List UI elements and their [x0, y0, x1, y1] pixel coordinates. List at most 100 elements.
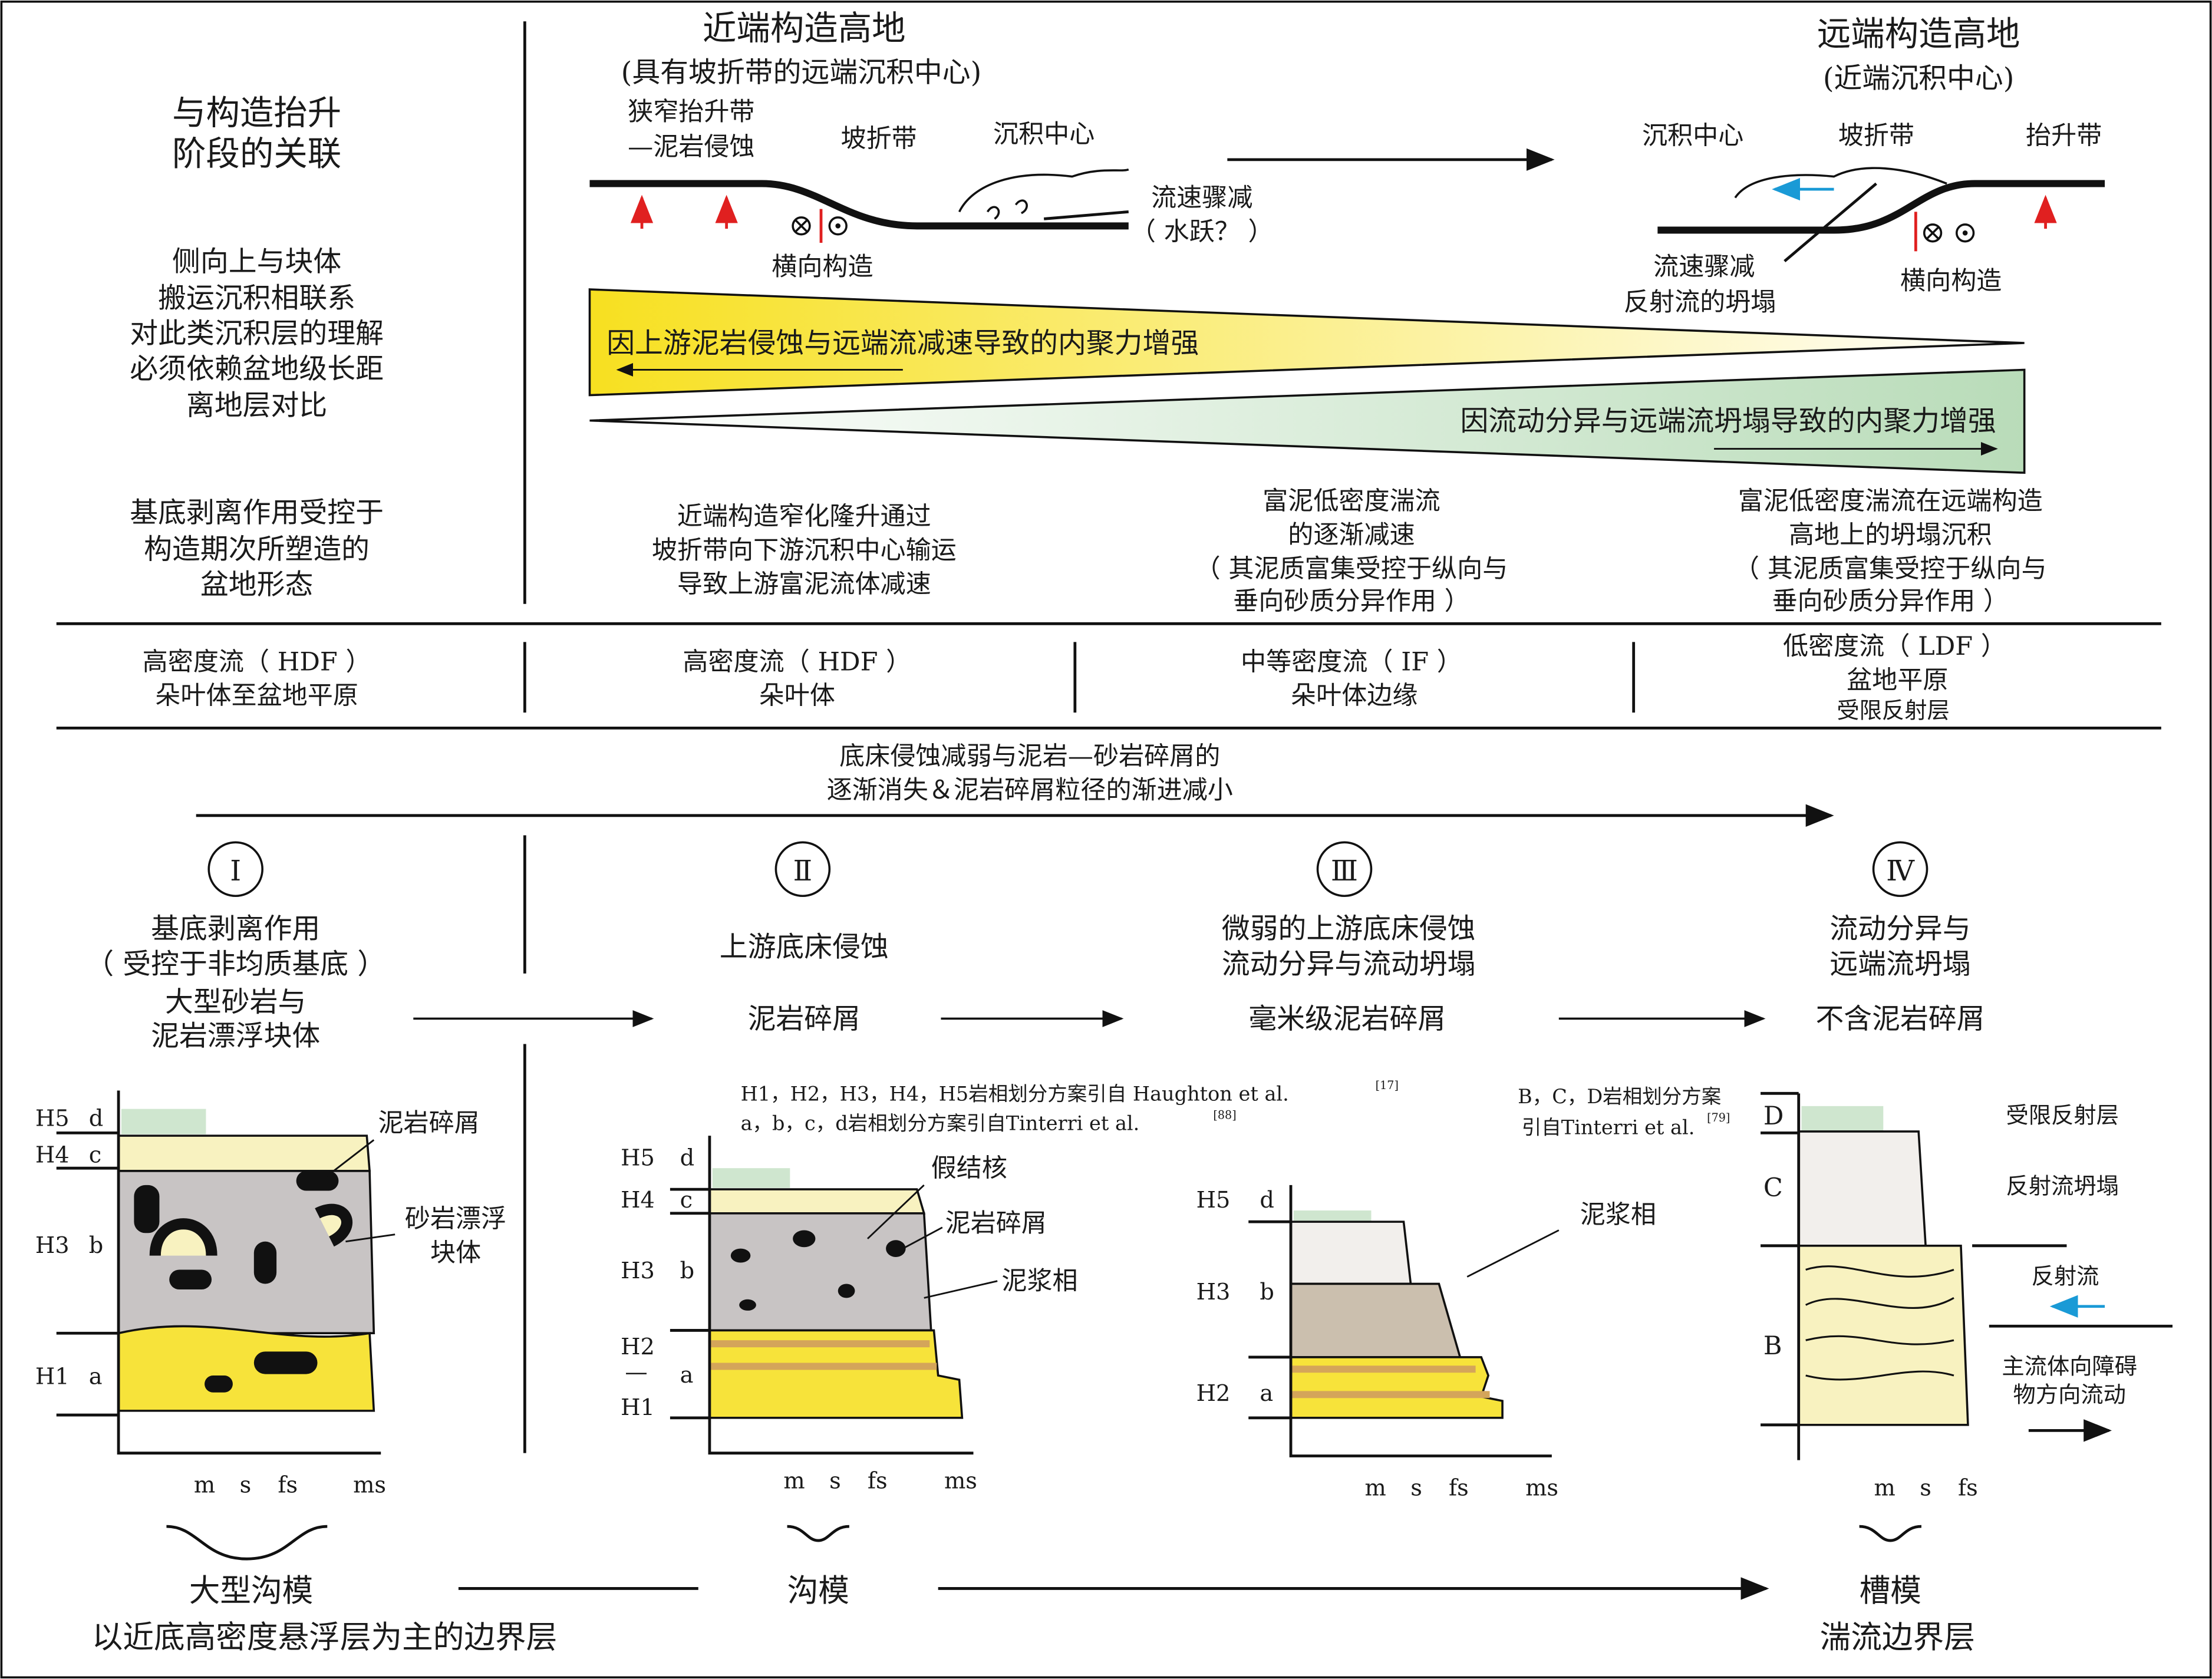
- grain-size-label: s: [240, 1472, 252, 1499]
- flow-type-4: 盆地平原: [1847, 665, 1948, 695]
- desc-1: 导致上游富泥流体减速: [677, 570, 931, 599]
- facies-label: H3: [1196, 1279, 1231, 1305]
- log-note: 反射流: [2032, 1263, 2099, 1289]
- transverse-structure-icon: [792, 209, 848, 243]
- lateral-text: 搬运沉积相联系: [158, 282, 355, 315]
- facies-label: a: [680, 1362, 694, 1388]
- desc-2: （ 其泥质富集受控于纵向与: [1195, 554, 1508, 583]
- grain-size-label: m: [194, 1472, 215, 1499]
- grain-size-label: m: [1365, 1475, 1386, 1501]
- desc-3: 垂向砂质分异作用 ）: [1772, 586, 2009, 616]
- grain-size-label: ms: [1525, 1475, 1558, 1501]
- stage-title: 基底剥离作用: [151, 913, 320, 945]
- facies-label: c: [89, 1142, 101, 1169]
- facies-label: H5: [35, 1105, 70, 1132]
- facies-label: H1: [35, 1363, 70, 1390]
- label-slope: 坡折带: [841, 124, 917, 153]
- facies-label: H2: [1196, 1380, 1231, 1407]
- label-uplift: 抬升带: [2026, 121, 2102, 151]
- boundary-layer-left: 以近底高密度悬浮层为主的边界层: [92, 1619, 558, 1655]
- flow-type-2: 朵叶体: [759, 681, 835, 711]
- stage-number-circle: [774, 841, 831, 898]
- stage-clast: 不含泥岩碎屑: [1815, 1003, 1984, 1035]
- log-column-2: H5 d H4 c H3 b H2 — a H1 假结核 泥岩碎屑 泥浆相 m …: [621, 1136, 1078, 1495]
- label-transverse: 横向构造: [772, 252, 873, 282]
- grain-size-label: fs: [1449, 1475, 1469, 1501]
- flow-type-3: 中等密度流（ IF ）: [1241, 647, 1462, 677]
- left-column: 与构造抬升 阶段的关联 侧向上与块体 搬运沉积相联系 对此类沉积层的理解 必须依…: [130, 93, 384, 601]
- desc-2: 垂向砂质分异作用 ）: [1233, 586, 1469, 616]
- stage-number: Ⅳ: [1886, 855, 1915, 888]
- citation-h-ref: [17]: [1376, 1078, 1399, 1092]
- dividers: [56, 21, 2161, 1453]
- facies-label: B: [1763, 1331, 1782, 1361]
- uplift-title-2: 阶段的关联: [172, 134, 341, 173]
- stage-number: Ⅲ: [1331, 855, 1358, 888]
- facies-label: H5: [1196, 1187, 1231, 1213]
- flow-type-1: 朵叶体至盆地平原: [155, 681, 358, 711]
- facies-label: d: [89, 1105, 104, 1132]
- seafloor-profile: [1657, 180, 2105, 234]
- grain-size-label: s: [1410, 1475, 1422, 1501]
- basal-text: 基底剥离作用受控于: [130, 497, 384, 529]
- stage-clast: 泥岩漂浮块体: [151, 1020, 320, 1053]
- desc-3: （ 其泥质富集受控于纵向与: [1734, 554, 2047, 583]
- stage-clast: 大型砂岩与: [165, 987, 306, 1019]
- cohesion-wedge-upper: [588, 288, 2025, 397]
- stage-title: 上游底床侵蚀: [720, 931, 889, 964]
- citation-abcd: a，b，c，d岩相划分方案引自Tinterri et al.: [741, 1112, 1140, 1135]
- grain-size-label: s: [1920, 1475, 1931, 1501]
- citation-bcd-ref: [79]: [1707, 1111, 1730, 1124]
- log-note: 砂岩漂浮: [405, 1205, 506, 1234]
- sole-mark-label: 槽模: [1860, 1573, 1921, 1609]
- lateral-text: 离地层对比: [186, 390, 327, 422]
- grain-size-label: s: [829, 1468, 841, 1495]
- stage-number: Ⅱ: [793, 855, 813, 888]
- label-decel: 流速骤减: [1151, 183, 1252, 213]
- flow-type-4: 低密度流（ LDF ）: [1783, 632, 2006, 661]
- lateral-text: 侧向上与块体: [172, 246, 341, 278]
- transverse-structure-icon: [1914, 212, 1975, 252]
- log-note: 块体: [430, 1238, 481, 1268]
- log-note: 泥岩碎屑: [378, 1109, 479, 1138]
- label-depocenter: 沉积中心: [993, 120, 1095, 149]
- uplift-title: 与构造抬升: [172, 93, 341, 133]
- log-note: 主流体向障碍: [2002, 1354, 2137, 1380]
- facies-label: H4: [621, 1187, 655, 1213]
- stage-clast: 毫米级泥岩碎屑: [1248, 1003, 1446, 1035]
- label-uplift-2: —泥岩侵蚀: [628, 133, 754, 162]
- reflected-flow-cloud: [1734, 167, 1947, 199]
- citation-bcd: B，C，D岩相划分方案: [1518, 1085, 1721, 1108]
- lateral-text: 必须依赖盆地级长距: [130, 353, 384, 385]
- facies-label: a: [1260, 1380, 1273, 1407]
- facies-label: C: [1763, 1173, 1783, 1203]
- log-column-3: H5 d H3 b H2 a 泥浆相 m s fs ms: [1196, 1185, 1656, 1501]
- desc-3: 高地上的坍塌沉积: [1789, 520, 1992, 550]
- flow-type-3: 朵叶体边缘: [1291, 681, 1417, 711]
- trend-text: 底床侵蚀减弱与泥岩—砂岩碎屑的: [839, 742, 1220, 771]
- flow-type-2: 高密度流（ HDF ）: [683, 647, 911, 677]
- wedge-upper-label: 因上游泥岩侵蚀与远端流减速导致的内聚力增强: [606, 328, 1199, 360]
- flow-type-4: 受限反射层: [1837, 698, 1949, 724]
- sole-mark-label: 沟模: [787, 1573, 849, 1609]
- proximal-high-panel: 近端构造高地 (具有坡折带的远端沉积中心) 狭窄抬升带 —泥岩侵蚀 坡折带 沉积…: [589, 8, 1274, 282]
- facies-label: —: [625, 1359, 647, 1386]
- label-decel: 流速骤减: [1653, 252, 1755, 282]
- cohesion-wedge-lower: [589, 368, 2026, 474]
- lateral-text: 对此类沉积层的理解: [130, 318, 384, 350]
- desc-2: 的逐渐减速: [1288, 520, 1415, 550]
- log-note: 假结核: [931, 1154, 1007, 1183]
- distal-subtitle: (近端沉积中心): [1823, 62, 2015, 95]
- sole-mark-label: 大型沟模: [189, 1573, 314, 1609]
- facies-label: D: [1763, 1101, 1784, 1131]
- stages: Ⅰ 基底剥离作用 （ 受控于非均质基底 ） 大型砂岩与 泥岩漂浮块体 Ⅱ 上游底…: [85, 841, 1985, 1053]
- grain-size-label: m: [1874, 1475, 1895, 1501]
- decel-pointer: [1784, 182, 1877, 262]
- basal-text: 构造期次所塑造的: [144, 533, 370, 566]
- grain-size-label: fs: [868, 1468, 888, 1495]
- desc-1: 坡折带向下游沉积中心输运: [652, 536, 957, 565]
- citation-h: H1，H2，H3，H4，H5岩相划分方案引自 Haughton et al.: [741, 1082, 1289, 1105]
- desc-1: 近端构造窄化隆升通过: [677, 502, 931, 532]
- facies-label: b: [89, 1232, 104, 1259]
